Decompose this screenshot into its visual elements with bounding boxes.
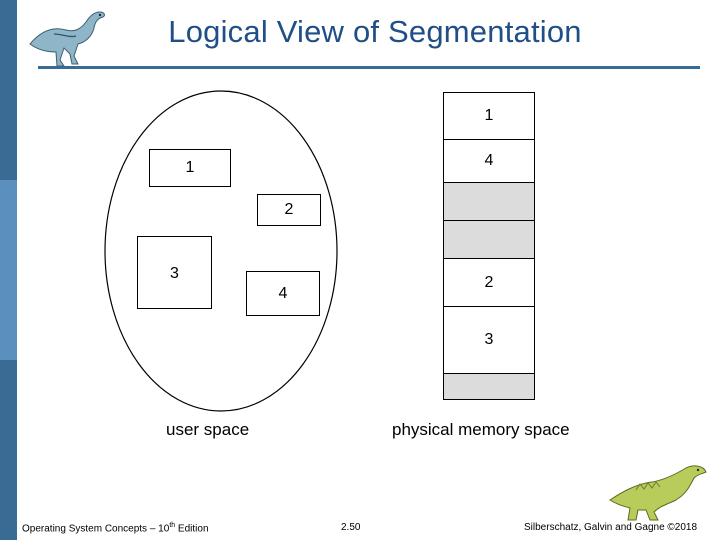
memory-block-label: 1 (484, 107, 494, 124)
physical-memory-caption: physical memory space (392, 420, 570, 439)
memory-block: 4 (444, 140, 534, 183)
user-space-ellipse (104, 90, 338, 412)
user-segment-4-label: 4 (278, 284, 288, 302)
user-segment-2: 2 (257, 194, 321, 226)
slide-title: Logical View of Segmentation (168, 14, 582, 49)
memory-block-label: 4 (484, 152, 494, 169)
user-segment-1-label: 1 (185, 159, 195, 176)
memory-block-label: 2 (484, 273, 494, 291)
footer-course-text: Operating System Concepts – 10 (22, 523, 170, 535)
footer-course: Operating System Concepts – 10th Edition (22, 522, 209, 534)
dinosaur-icon (609, 465, 707, 521)
dinosaur-icon (29, 11, 105, 67)
page-number: 2.50 (341, 522, 361, 533)
side-bar-middle (0, 180, 17, 360)
memory-block: 3 (444, 307, 534, 374)
free-memory-block (444, 374, 534, 399)
free-memory-block (444, 183, 534, 221)
footer-authors: Silberschatz, Galvin and Gagne ©2018 (524, 522, 698, 533)
user-segment-1: 1 (149, 149, 231, 187)
footer-course-tail: Edition (175, 523, 209, 535)
user-segment-4: 4 (246, 271, 320, 316)
side-bar-top (0, 0, 17, 180)
side-bar-bottom (0, 360, 17, 540)
title-underline (38, 66, 700, 69)
user-segment-3-label: 3 (170, 265, 179, 282)
memory-block-label: 3 (484, 331, 494, 348)
free-memory-block (444, 221, 534, 259)
footer-course-sup: th (169, 522, 176, 529)
user-segment-2-label: 2 (284, 201, 294, 218)
user-space-caption: user space (166, 420, 250, 439)
physical-memory: 1 4 2 3 (443, 92, 535, 400)
memory-block: 2 (444, 259, 534, 307)
memory-block: 1 (444, 93, 534, 140)
user-segment-3: 3 (137, 236, 212, 309)
